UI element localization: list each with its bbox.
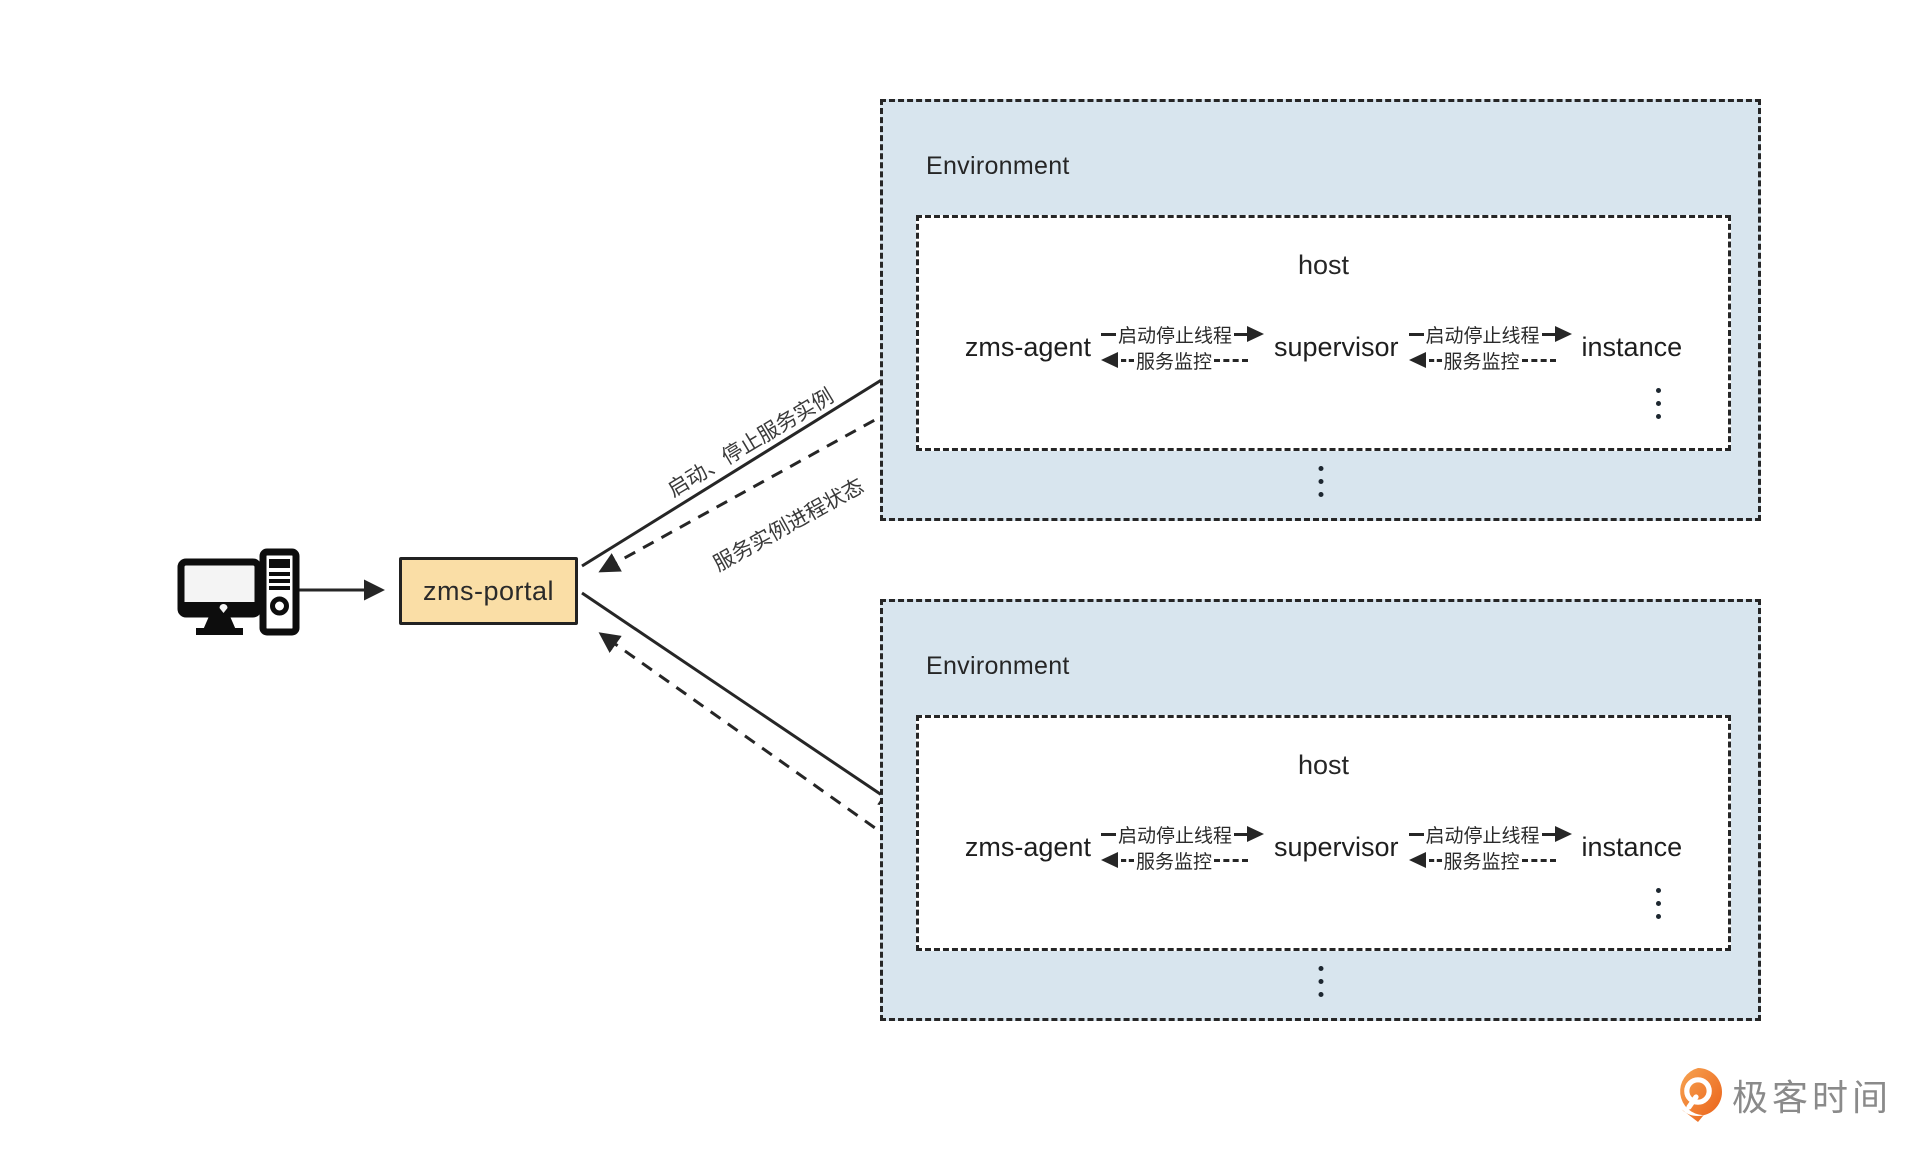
zms-agent-node: zms-agent (964, 331, 1091, 362)
zms-agent-node: zms-agent (964, 831, 1091, 862)
line-segment (1233, 832, 1247, 836)
arrow-right-icon (1246, 326, 1264, 342)
dashed-segment (1428, 858, 1442, 862)
label-service-instance-process-status: 服务实例进程状态 (709, 474, 868, 577)
line-segment (1541, 332, 1555, 336)
link-forward: 启动停止线程 (1408, 821, 1572, 847)
more-hosts-ellipsis (1318, 466, 1323, 497)
host-box: host zms-agent 启动停止线程 服务监控 (916, 715, 1731, 951)
link-forward-label: 启动停止线程 (1117, 825, 1232, 847)
label-start-stop-service-instance: 启动、停止服务实例 (663, 384, 838, 502)
client-computer-icon (150, 546, 300, 638)
environment-box-2: Environment host zms-agent 启动停止线程 服务监控 (880, 599, 1761, 1021)
dashed-segment (1428, 358, 1442, 362)
link-agent-supervisor: 启动停止线程 服务监控 (1100, 321, 1264, 373)
line-segment (1233, 332, 1247, 336)
link-back: 服务监控 (1100, 847, 1264, 873)
link-back: 服务监控 (1408, 347, 1572, 373)
supervisor-node: supervisor (1273, 831, 1399, 862)
arrow-left-icon (1100, 852, 1118, 868)
supervisor-node: supervisor (1273, 331, 1399, 362)
dashed-segment (1120, 358, 1134, 362)
link-forward: 启动停止线程 (1408, 321, 1572, 347)
geektime-logo: 极客时间 (1674, 1068, 1892, 1122)
host-flow-row: zms-agent 启动停止线程 服务监控 superv (919, 316, 1728, 378)
line-segment (1100, 832, 1116, 836)
line-segment (1541, 832, 1555, 836)
link-supervisor-instance: 启动停止线程 服务监控 (1408, 821, 1572, 873)
host-flow-row: zms-agent 启动停止线程 服务监控 superv (919, 816, 1728, 878)
link-forward-label: 启动停止线程 (1425, 325, 1540, 347)
link-back-label: 服务监控 (1135, 351, 1212, 373)
arrow-portal-to-env2 (581, 591, 901, 808)
link-forward: 启动停止线程 (1100, 821, 1264, 847)
link-forward: 启动停止线程 (1100, 321, 1264, 347)
arrow-right-icon (1554, 826, 1572, 842)
link-supervisor-instance: 启动停止线程 服务监控 (1408, 321, 1572, 373)
arrow-left-icon (1408, 852, 1426, 868)
link-back: 服务监控 (1100, 347, 1264, 373)
dashed-segment (1521, 358, 1556, 362)
host-box: host zms-agent 启动停止线程 服务监控 (916, 215, 1731, 451)
geektime-pin-icon (1680, 1068, 1722, 1122)
arrow-left-icon (1100, 352, 1118, 368)
instance-node: instance (1581, 831, 1683, 862)
environment-box-1: Environment host zms-agent 启动停止线程 服务监控 (880, 99, 1761, 521)
link-forward-label: 启动停止线程 (1425, 825, 1540, 847)
link-back-label: 服务监控 (1443, 351, 1520, 373)
host-title: host (1297, 750, 1350, 780)
environment-title: Environment (926, 652, 1070, 680)
environment-title: Environment (926, 152, 1070, 180)
arrow-env2-to-portal (598, 632, 910, 854)
link-forward-label: 启动停止线程 (1117, 325, 1232, 347)
dashed-segment (1213, 358, 1248, 362)
zms-portal-node: zms-portal (399, 557, 578, 625)
link-back: 服务监控 (1408, 847, 1572, 873)
geektime-logo-text: 极客时间 (1732, 1077, 1893, 1118)
arrow-right-icon (1554, 326, 1572, 342)
dashed-segment (1213, 858, 1248, 862)
line-segment (1408, 332, 1424, 336)
arrow-left-icon (1408, 352, 1426, 368)
line-segment (1100, 332, 1116, 336)
more-instances-ellipsis (1656, 888, 1661, 919)
more-instances-ellipsis (1656, 388, 1661, 419)
line-segment (1408, 832, 1424, 836)
arrow-right-icon (1246, 826, 1264, 842)
dashed-segment (1120, 858, 1134, 862)
zms-portal-label: zms-portal (422, 575, 555, 606)
instance-node: instance (1581, 331, 1683, 362)
dashed-segment (1521, 858, 1556, 862)
more-hosts-ellipsis (1318, 966, 1323, 997)
link-agent-supervisor: 启动停止线程 服务监控 (1100, 821, 1264, 873)
host-title: host (1297, 250, 1350, 280)
link-back-label: 服务监控 (1443, 851, 1520, 873)
link-back-label: 服务监控 (1135, 851, 1212, 873)
